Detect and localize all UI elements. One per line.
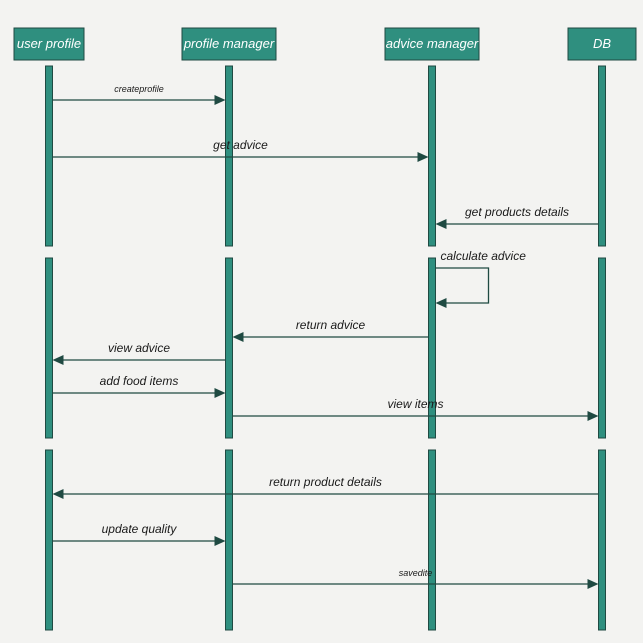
message-label: return advice [296, 318, 366, 332]
message-label: savedite [399, 568, 433, 578]
message-label: view advice [108, 341, 170, 355]
activation-bar [598, 65, 606, 247]
activation-bar [598, 449, 606, 631]
arrow-head [214, 95, 226, 105]
lifeline-header-label: user profile [17, 36, 81, 51]
arrow-head [232, 332, 244, 342]
activation-bar [45, 257, 53, 439]
message-arrow: view items [232, 397, 599, 421]
arrow-head [587, 411, 599, 421]
activation-bar [45, 65, 53, 247]
message-label: add food items [100, 374, 179, 388]
activation-bar [225, 449, 233, 631]
message-arrow: calculate advice [435, 249, 527, 308]
activation-bar [45, 449, 53, 631]
activation-bar [225, 257, 233, 439]
arrow-head [52, 355, 64, 365]
lifeline-header-box [567, 27, 637, 61]
lifeline-header-label: profile manager [183, 36, 275, 51]
message-arrow: createprofile [52, 84, 226, 105]
message-arrow: get products details [435, 205, 599, 229]
arrow-head [214, 388, 226, 398]
message-label: createprofile [114, 84, 164, 94]
arrow-head [587, 579, 599, 589]
lifeline-user: user profile [13, 27, 85, 631]
activation-bar [598, 257, 606, 439]
activation-bar [428, 257, 436, 439]
arrow-head [417, 152, 429, 162]
message-arrow: return product details [52, 475, 599, 499]
lifeline-pm: profile manager [181, 27, 277, 631]
message-arrow: return advice [232, 318, 429, 342]
message-label: update quality [102, 522, 178, 536]
activation-bar [428, 449, 436, 631]
lifeline-header-label: advice manager [386, 36, 479, 51]
activation-bar [428, 65, 436, 247]
lifeline-header-box [384, 27, 480, 61]
message-label: calculate advice [441, 249, 527, 263]
message-arrow: add food items [52, 374, 226, 398]
message-arrow: view advice [52, 341, 226, 365]
lifeline-db: DB [567, 27, 637, 631]
lifeline-header-box [181, 27, 277, 61]
lifeline-header-box [13, 27, 85, 61]
lifeline-am: advice manager [384, 27, 480, 631]
message-arrow: savedite [232, 568, 599, 589]
message-label: get advice [213, 138, 268, 152]
lifeline-header-label: DB [593, 36, 611, 51]
activation-bar [225, 65, 233, 247]
message-label: return product details [269, 475, 382, 489]
message-arrow: get advice [52, 138, 429, 162]
message-line [435, 267, 490, 304]
arrow-head [52, 489, 64, 499]
arrow-head [214, 536, 226, 546]
arrow-head [435, 298, 447, 308]
arrow-head [435, 219, 447, 229]
message-label: get products details [465, 205, 569, 219]
message-label: view items [387, 397, 443, 411]
message-arrow: update quality [52, 522, 226, 546]
